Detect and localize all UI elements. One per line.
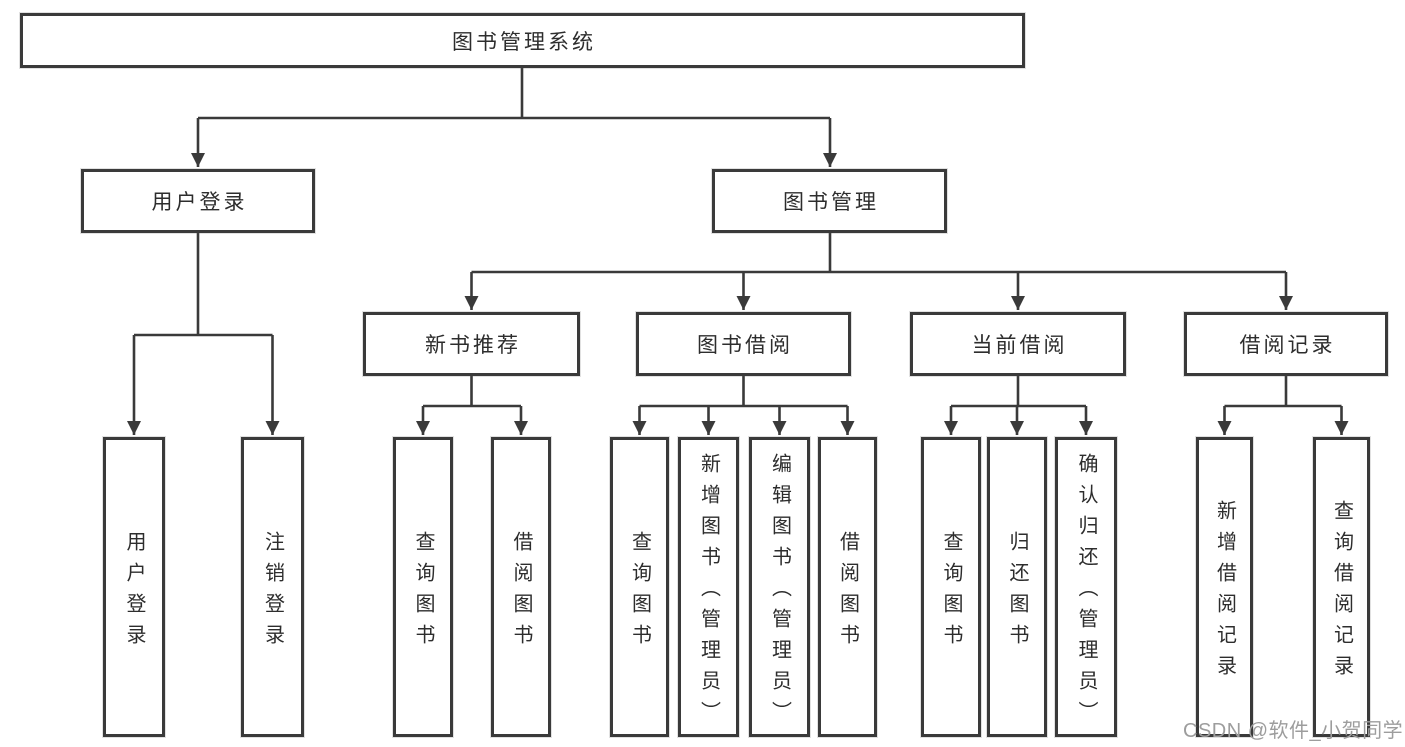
node-borrow-records: 借阅记录 bbox=[1184, 312, 1388, 376]
watermark: CSDN @软件_小贺同学 bbox=[1183, 720, 1404, 742]
leaf-bb-add-books-admin: 新增图书（管理员） bbox=[678, 437, 739, 737]
node-book-borrow: 图书借阅 bbox=[636, 312, 851, 376]
leaf-logout: 注销登录 bbox=[241, 437, 304, 737]
leaf-user-login-label: 用户登录 bbox=[123, 530, 145, 655]
connector-segments bbox=[126, 68, 1349, 435]
leaf-bb-borrow-books: 借阅图书 bbox=[818, 437, 877, 737]
node-book-management-label: 图书管理 bbox=[783, 191, 879, 214]
node-user-login: 用户登录 bbox=[81, 169, 315, 233]
leaf-cb-return-books: 归还图书 bbox=[987, 437, 1047, 737]
leaf-bb-query-books: 查询图书 bbox=[610, 437, 669, 737]
leaf-br-query-record-label: 查询借阅记录 bbox=[1330, 499, 1353, 686]
node-new-book-recommend-label: 新书推荐 bbox=[425, 334, 521, 357]
node-book-management: 图书管理 bbox=[712, 169, 947, 233]
leaf-cb-query-books-label: 查询图书 bbox=[940, 530, 962, 655]
leaf-cb-return-books-label: 归还图书 bbox=[1006, 530, 1028, 655]
leaf-nb-query-books-label: 查询图书 bbox=[412, 530, 434, 655]
node-borrow-records-label: 借阅记录 bbox=[1239, 334, 1336, 357]
leaf-user-login: 用户登录 bbox=[103, 437, 165, 737]
leaf-bb-add-books-admin-label: 新增图书（管理员） bbox=[697, 453, 720, 732]
leaf-br-add-record: 新增借阅记录 bbox=[1196, 437, 1253, 737]
leaf-bb-edit-books-admin-label: 编辑图书（管理员） bbox=[768, 453, 791, 732]
node-current-borrow: 当前借阅 bbox=[910, 312, 1126, 376]
node-user-login-label: 用户登录 bbox=[151, 191, 248, 214]
connector bbox=[134, 68, 1342, 408]
leaf-br-query-record: 查询借阅记录 bbox=[1313, 437, 1370, 737]
leaf-bb-borrow-books-label: 借阅图书 bbox=[836, 530, 859, 655]
node-root: 图书管理系统 bbox=[20, 13, 1025, 68]
leaf-logout-label: 注销登录 bbox=[261, 530, 284, 655]
node-new-book-recommend: 新书推荐 bbox=[363, 312, 580, 376]
leaf-br-add-record-label: 新增借阅记录 bbox=[1213, 499, 1236, 686]
node-root-label: 图书管理系统 bbox=[452, 30, 596, 54]
leaf-cb-confirm-return-admin: 确认归还（管理员） bbox=[1055, 437, 1117, 737]
leaf-bb-edit-books-admin: 编辑图书（管理员） bbox=[749, 437, 810, 737]
leaf-nb-borrow-books: 借阅图书 bbox=[491, 437, 551, 737]
leaf-cb-confirm-return-admin-label: 确认归还（管理员） bbox=[1075, 453, 1097, 732]
node-book-borrow-label: 图书借阅 bbox=[697, 334, 793, 357]
leaf-nb-borrow-books-label: 借阅图书 bbox=[510, 530, 532, 655]
leaf-bb-query-books-label: 查询图书 bbox=[628, 530, 651, 655]
leaf-nb-query-books: 查询图书 bbox=[393, 437, 453, 737]
node-current-borrow-label: 当前借阅 bbox=[971, 334, 1068, 357]
leaf-cb-query-books: 查询图书 bbox=[921, 437, 981, 737]
